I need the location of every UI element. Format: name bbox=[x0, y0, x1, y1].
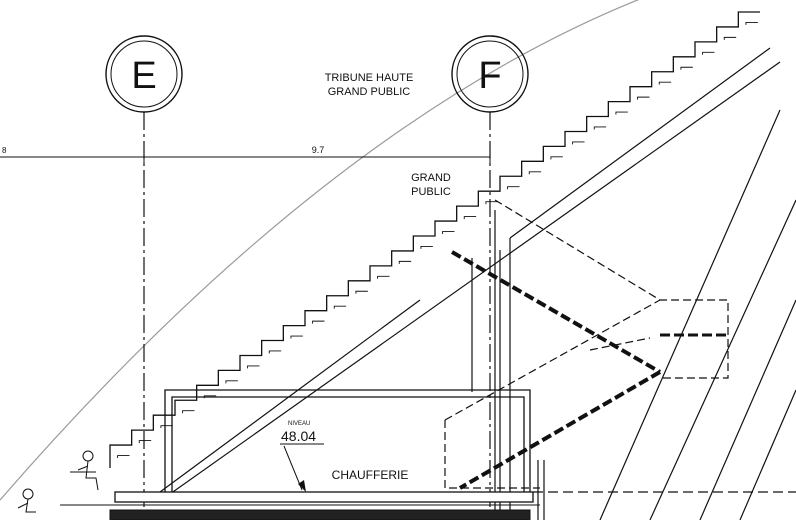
grid-axes bbox=[143, 112, 491, 520]
tribune-label-line1: TRIBUNE HAUTE bbox=[325, 72, 414, 84]
tribune-label-line2: GRAND PUBLIC bbox=[328, 86, 411, 98]
grid-label-f: F bbox=[478, 55, 501, 97]
grand-public-line1: GRAND bbox=[411, 172, 451, 184]
grand-public-line2: PUBLIC bbox=[411, 186, 451, 198]
tribune-steps bbox=[109, 11, 760, 468]
step-outline bbox=[109, 11, 760, 468]
dimension-value: 9.7 bbox=[312, 145, 325, 155]
dimension-line: 8 9.7 bbox=[0, 145, 491, 164]
hidden-stair bbox=[444, 199, 729, 490]
dimension-left-value: 8 bbox=[2, 146, 7, 155]
chaufferie-room bbox=[164, 389, 531, 494]
niveau-caption: NIVEAU bbox=[288, 421, 310, 427]
niveau-callout: NIVEAU 48.04 bbox=[280, 421, 324, 492]
niveau-value: 48.04 bbox=[281, 428, 316, 444]
grid-bubble-e: E bbox=[105, 35, 183, 113]
grid-label-e: E bbox=[131, 55, 156, 97]
grid-bubble-f: F bbox=[451, 35, 529, 113]
chaufferie-label: CHAUFFERIE bbox=[332, 468, 409, 482]
floor-slab bbox=[60, 460, 796, 520]
seat-risers bbox=[117, 22, 758, 458]
seated-figures bbox=[17, 450, 99, 513]
sightline-arc bbox=[0, 0, 640, 501]
structure bbox=[159, 47, 796, 520]
